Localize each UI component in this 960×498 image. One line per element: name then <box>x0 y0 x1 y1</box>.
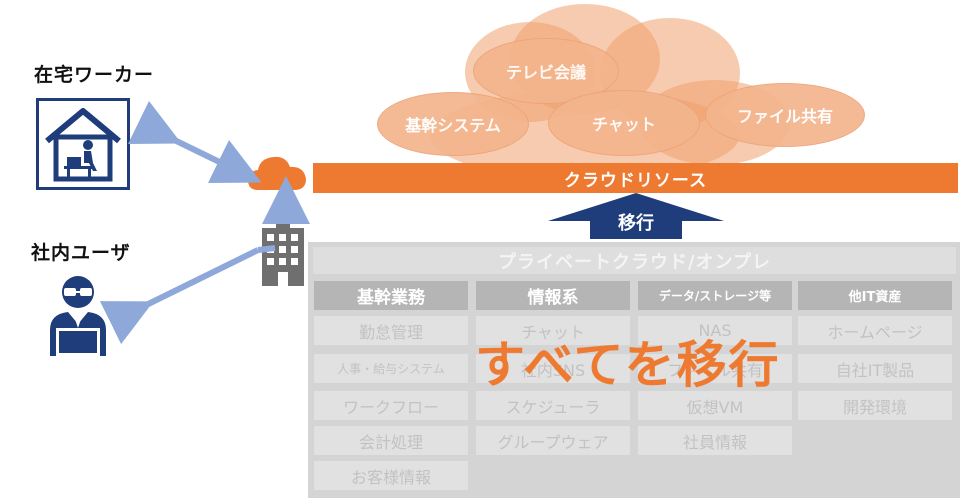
cell-core-1: 人事・給与システム <box>314 354 468 383</box>
cell-info-2: スケジューラ <box>476 391 630 420</box>
column-header-core-business: 基幹業務 <box>314 281 468 310</box>
column-header-data-storage: データ/ストレージ等 <box>638 281 792 310</box>
office-user-icon <box>46 272 110 362</box>
office-user-label: 社内ユーザ <box>31 242 131 264</box>
cell-core-4: お客様情報 <box>314 461 468 490</box>
service-core-system: 基幹システム <box>377 92 529 156</box>
onprem-title: プライベートクラウド/オンプレ <box>313 247 956 274</box>
office-building-icon <box>262 222 304 286</box>
arrow-home-cloud <box>127 100 262 184</box>
cloud-resource-bar: クラウドリソース <box>313 163 958 193</box>
migrate-everything-text: すべてを移行 <box>475 336 781 394</box>
service-file-sharing: ファイル共有 <box>705 83 865 147</box>
column-header-other-it-assets: 他IT資産 <box>798 281 952 310</box>
cell-core-2: ワークフロー <box>314 391 468 420</box>
cell-data-3: 社員情報 <box>638 426 792 455</box>
arrow-office-cloud <box>99 247 260 345</box>
cell-data-2: 仮想VM <box>638 391 792 420</box>
cell-info-1: 社内SNS <box>476 354 630 383</box>
service-chat: チャット <box>548 90 700 156</box>
column-header-info-systems: 情報系 <box>476 281 630 310</box>
cell-other-0: ホームページ <box>798 316 952 345</box>
arrow-building-cloud <box>257 245 276 253</box>
migration-arrow: 移行 <box>548 193 724 239</box>
cell-core-3: 会計処理 <box>314 426 468 455</box>
cell-core-0: 勤怠管理 <box>314 316 468 345</box>
cell-data-1: ファイル共有 <box>638 354 792 383</box>
home-worker-label: 在宅ワーカー <box>34 64 155 86</box>
cell-other-2: 開発環境 <box>798 391 952 420</box>
cell-other-1: 自社IT製品 <box>798 354 952 383</box>
cell-data-0: NAS <box>638 316 792 345</box>
cell-info-3: グループウェア <box>476 426 630 455</box>
cell-info-0: チャット <box>476 316 630 345</box>
migration-label: 移行 <box>618 213 654 234</box>
